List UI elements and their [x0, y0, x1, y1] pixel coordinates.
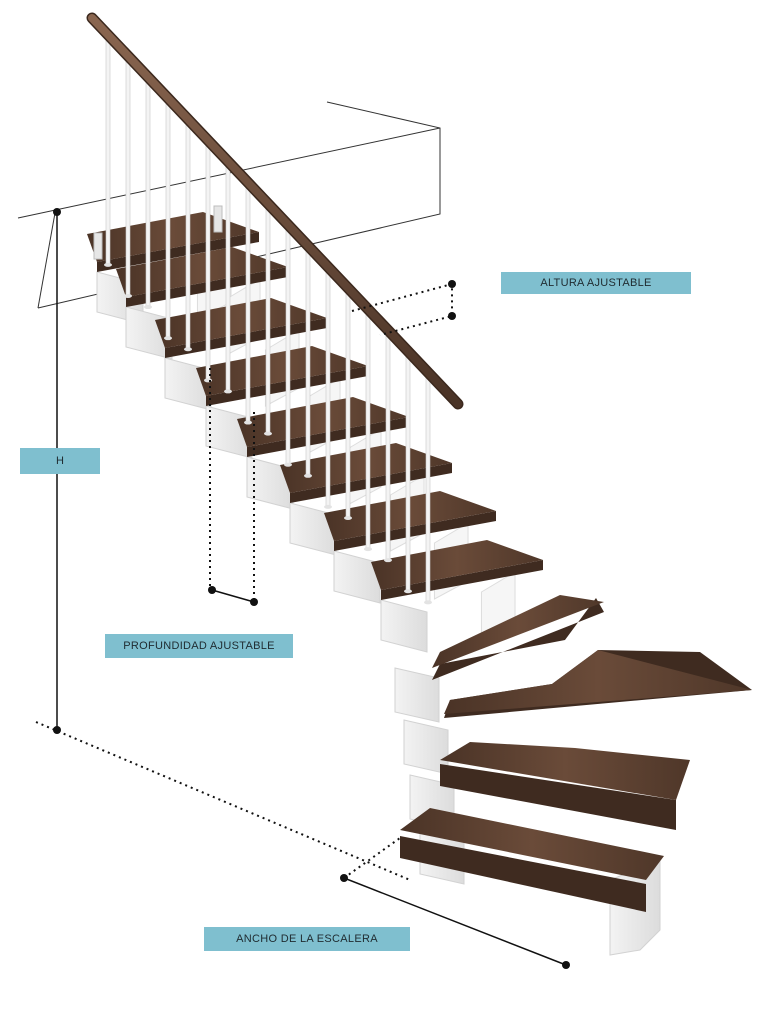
adjustable-height-dimension — [351, 280, 456, 336]
stringer-block — [333, 550, 381, 604]
winder-tread-edge — [432, 598, 604, 680]
winder-tread-edge — [440, 764, 676, 830]
stair-tread — [196, 346, 368, 396]
dimension-marker-dot — [250, 598, 258, 606]
adjustable-depth-dimension — [208, 368, 258, 606]
floor-dotted-line — [35, 721, 411, 881]
tread-front-edge — [334, 511, 496, 551]
winder-tread — [440, 742, 690, 800]
baluster-base — [364, 547, 372, 552]
baluster — [425, 372, 431, 603]
baluster-base — [104, 262, 112, 267]
baluster — [265, 203, 271, 434]
stair-width-dimension — [340, 837, 570, 969]
dimension-marker-dot — [53, 208, 61, 216]
stair-width-label: ANCHO DE LA ESCALERA — [204, 927, 410, 951]
balusters — [104, 34, 432, 605]
stringer-block — [289, 502, 337, 556]
dimension-marker-dot — [448, 312, 456, 320]
tread-front-edge — [381, 560, 543, 600]
baluster-base — [264, 431, 272, 436]
baluster-base — [284, 462, 292, 467]
baluster — [405, 350, 411, 592]
baluster-base — [404, 589, 412, 594]
baluster — [385, 329, 391, 561]
baluster-base — [384, 558, 392, 563]
baluster — [325, 266, 331, 508]
baluster-base — [324, 504, 332, 509]
baluster — [225, 161, 231, 392]
height-label: H — [20, 448, 100, 474]
baluster-base — [144, 305, 152, 310]
baluster — [305, 245, 311, 477]
baluster — [205, 140, 211, 381]
baluster-base — [304, 473, 312, 478]
baluster — [185, 118, 191, 350]
tread-front-edge — [97, 232, 259, 272]
stringer-block — [380, 599, 428, 653]
wall-bracket — [93, 205, 223, 260]
winder-tread — [444, 650, 752, 714]
stair-tread — [371, 540, 543, 590]
baluster-base — [164, 336, 172, 341]
winder-tread — [400, 808, 664, 880]
dimension-marker-dot — [208, 586, 216, 594]
adjustable-height-label: ALTURA AJUSTABLE — [501, 272, 691, 294]
winder-tread-edge — [400, 836, 646, 912]
baluster-base — [244, 420, 252, 425]
baluster — [285, 224, 291, 466]
baluster-base — [424, 600, 432, 605]
baluster-base — [124, 293, 132, 298]
dimension-marker-dot — [562, 961, 570, 969]
baluster — [125, 55, 131, 297]
winder-tread — [432, 595, 604, 668]
baluster — [165, 97, 171, 339]
baluster — [345, 287, 351, 519]
baluster-base — [184, 347, 192, 352]
stair-tread — [155, 298, 327, 348]
dimension-marker-dot — [448, 280, 456, 288]
tread-front-edge — [290, 463, 452, 503]
baluster — [245, 182, 251, 423]
adjustable-depth-label: PROFUNDIDAD AJUSTABLE — [105, 634, 293, 658]
baluster — [365, 308, 371, 550]
stringer-block — [394, 667, 440, 723]
baluster-base — [344, 515, 352, 520]
baluster — [145, 76, 151, 308]
stair-tread — [116, 247, 288, 297]
baluster-base — [224, 389, 232, 394]
dimension-marker-dot — [340, 874, 348, 882]
baluster — [105, 34, 111, 266]
handrail — [86, 12, 464, 410]
